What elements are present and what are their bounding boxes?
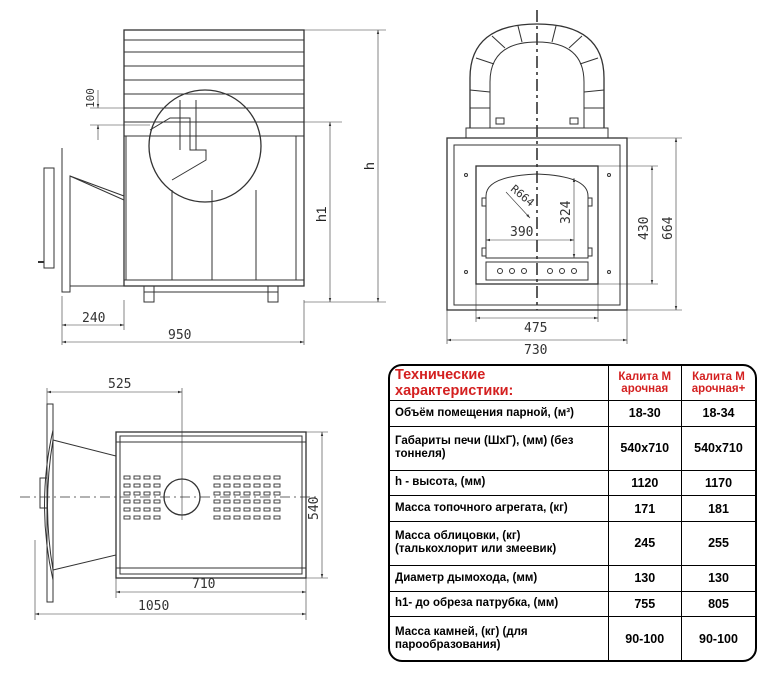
- value-cell: 181: [681, 495, 755, 523]
- value-cell: 171: [607, 495, 682, 523]
- value-cell: 130: [681, 564, 755, 592]
- value-cell: 90-100: [607, 616, 682, 660]
- value-cell: 18-30: [607, 400, 682, 427]
- value-cell: 540x710: [607, 425, 682, 471]
- value-cell: 255: [681, 521, 755, 566]
- dim-525-label: 525: [108, 377, 131, 392]
- model-1-header: Калита М арочная: [607, 366, 682, 401]
- model-2-header: Калита М арочная+: [681, 366, 755, 401]
- dim-430-label: 430: [637, 217, 652, 240]
- value-cell: 18-34: [681, 400, 755, 427]
- dim-100-label: 100: [84, 88, 97, 108]
- param-label: h1- до обреза патрубка, (мм): [390, 590, 609, 618]
- param-label: Масса камней, (кг) (для парообразования): [390, 616, 609, 660]
- table-row: h - высота, (мм) 1120 1170: [390, 469, 755, 497]
- param-label: Объём помещения парной, (м³): [390, 400, 609, 427]
- front-view: [446, 10, 682, 344]
- table-row: h1- до обреза патрубка, (мм) 755 805: [390, 590, 755, 618]
- dim-h1-label: h1: [313, 206, 329, 222]
- value-cell: 1170: [681, 469, 755, 497]
- specs-title: Технические характеристики:: [390, 366, 609, 401]
- dim-540-label: 540: [307, 497, 322, 520]
- dim-664-label: 664: [661, 216, 676, 240]
- top-view: [20, 388, 328, 620]
- value-cell: 755: [607, 590, 682, 618]
- param-label: Габариты печи (ШxГ), (мм) (без тоннеля): [390, 425, 609, 471]
- dim-h-label: h: [361, 162, 377, 170]
- dim-1050-label: 1050: [138, 599, 169, 614]
- param-label: h - высота, (мм): [390, 469, 609, 497]
- table-row: Диаметр дымохода, (мм) 130 130: [390, 564, 755, 592]
- table-row: Масса облицовки, (кг) (талькохлорит или …: [390, 521, 755, 566]
- param-label: Масса облицовки, (кг) (талькохлорит или …: [390, 521, 609, 566]
- dim-475-label: 475: [524, 321, 547, 336]
- table-row: Объём помещения парной, (м³) 18-30 18-34: [390, 400, 755, 427]
- specs-table: Технические характеристики: Калита М аро…: [388, 364, 757, 662]
- dim-324-label: 324: [559, 200, 574, 224]
- dim-950-label: 950: [168, 328, 191, 343]
- specs-header-row: Технические характеристики: Калита М аро…: [390, 366, 755, 401]
- table-row: Габариты печи (ШxГ), (мм) (без тоннеля) …: [390, 425, 755, 471]
- side-view: [38, 29, 386, 345]
- value-cell: 540x710: [681, 425, 755, 471]
- value-cell: 805: [681, 590, 755, 618]
- dim-240-label: 240: [82, 311, 105, 326]
- value-cell: 130: [607, 564, 682, 592]
- dim-710-label: 710: [192, 577, 215, 592]
- dim-390-label: 390: [510, 225, 533, 240]
- value-cell: 1120: [607, 469, 682, 497]
- value-cell: 90-100: [681, 616, 755, 660]
- dim-r664-label: R664: [508, 182, 537, 209]
- table-row: Масса топочного агрегата, (кг) 171 181: [390, 495, 755, 523]
- dim-730-label: 730: [524, 343, 547, 358]
- param-label: Масса топочного агрегата, (кг): [390, 495, 609, 523]
- table-row: Масса камней, (кг) (для парообразования)…: [390, 616, 755, 660]
- value-cell: 245: [607, 521, 682, 566]
- param-label: Диаметр дымохода, (мм): [390, 564, 609, 592]
